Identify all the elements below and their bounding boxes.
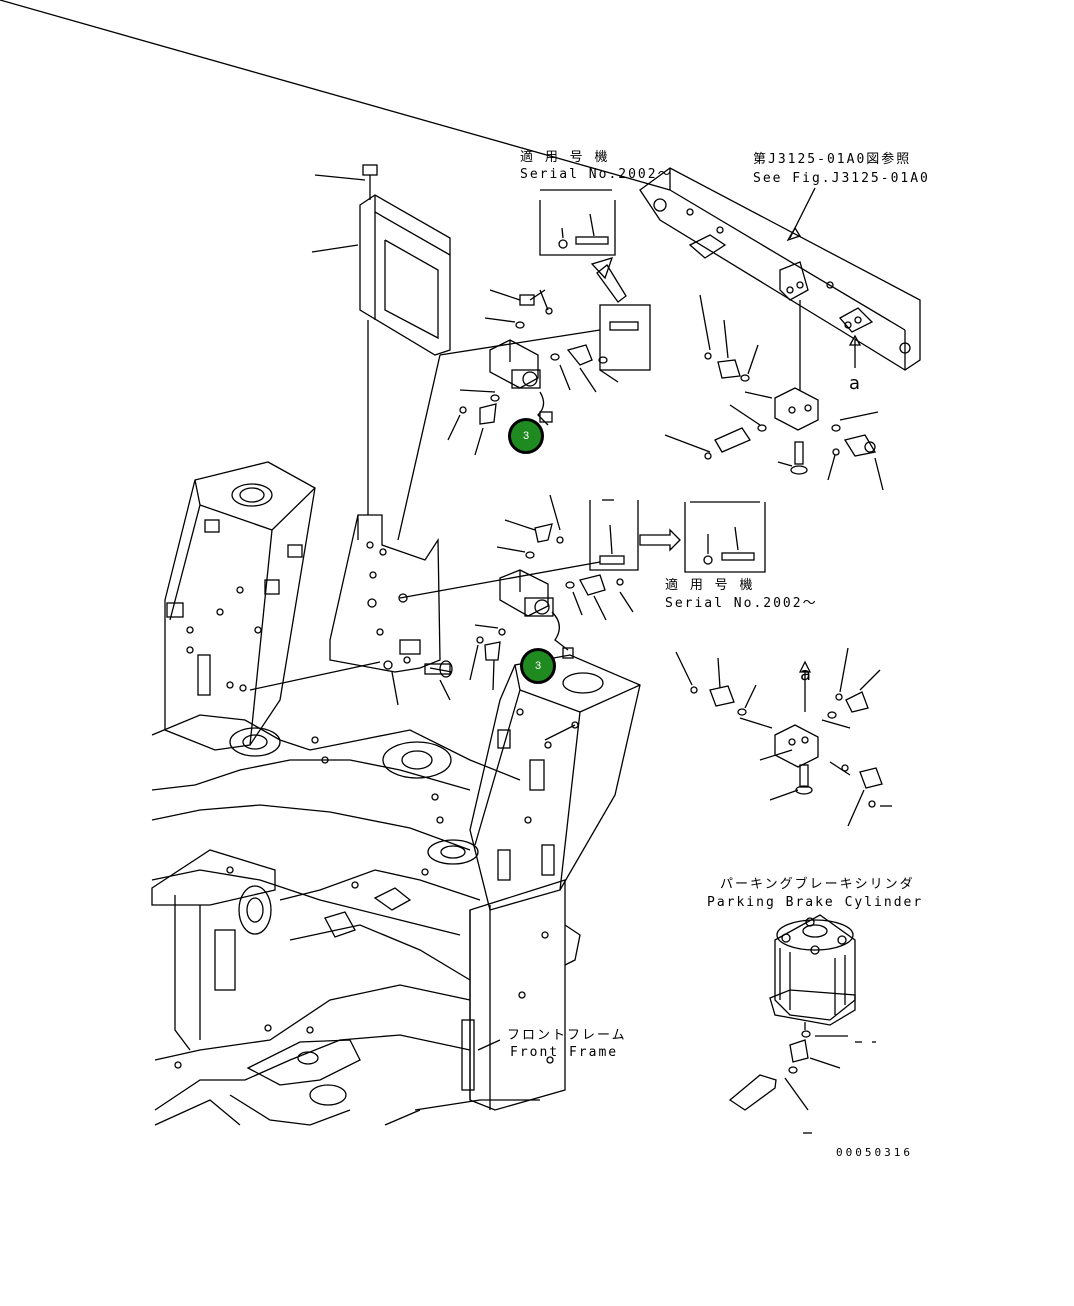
drawing-number: 00050316 (836, 1146, 913, 1159)
serial-box-mid (589, 499, 766, 573)
valve-bracket (249, 514, 441, 691)
valve-assembly-lower (391, 494, 634, 706)
parking-brake-en: Parking Brake Cylinder (707, 895, 924, 910)
serial-mid-en: Serial No.2002～ (665, 596, 818, 611)
junction-block-upper (664, 294, 884, 491)
see-fig-jp: 第J3125-01A0図参照 (753, 152, 912, 167)
part-callout-3-upper[interactable]: 3 (508, 418, 544, 454)
serial-top-en: Serial No.2002～ (520, 167, 673, 182)
valve-assembly-upper (397, 289, 651, 541)
mounting-rail (0, 0, 921, 390)
parking-brake-jp: パーキングブレーキシリンダ (720, 877, 915, 892)
reference-letter-a-top: a (849, 373, 861, 394)
serial-box-top (539, 189, 627, 303)
cover-plate (311, 164, 451, 515)
serial-top-jp: 適 用 号 機 (520, 150, 610, 165)
front-frame-en: Front Frame (510, 1045, 619, 1060)
parking-brake-cylinder (728, 914, 876, 1134)
part-callout-3-lower[interactable]: 3 (520, 648, 556, 684)
junction-block-lower (675, 647, 892, 827)
front-frame (151, 461, 641, 1126)
front-frame-jp: フロントフレーム (507, 1028, 627, 1043)
see-fig-en: See Fig.J3125-01A0 (753, 171, 930, 186)
reference-letter-a-mid: a (800, 664, 812, 685)
serial-mid-jp: 適 用 号 機 (665, 578, 755, 593)
